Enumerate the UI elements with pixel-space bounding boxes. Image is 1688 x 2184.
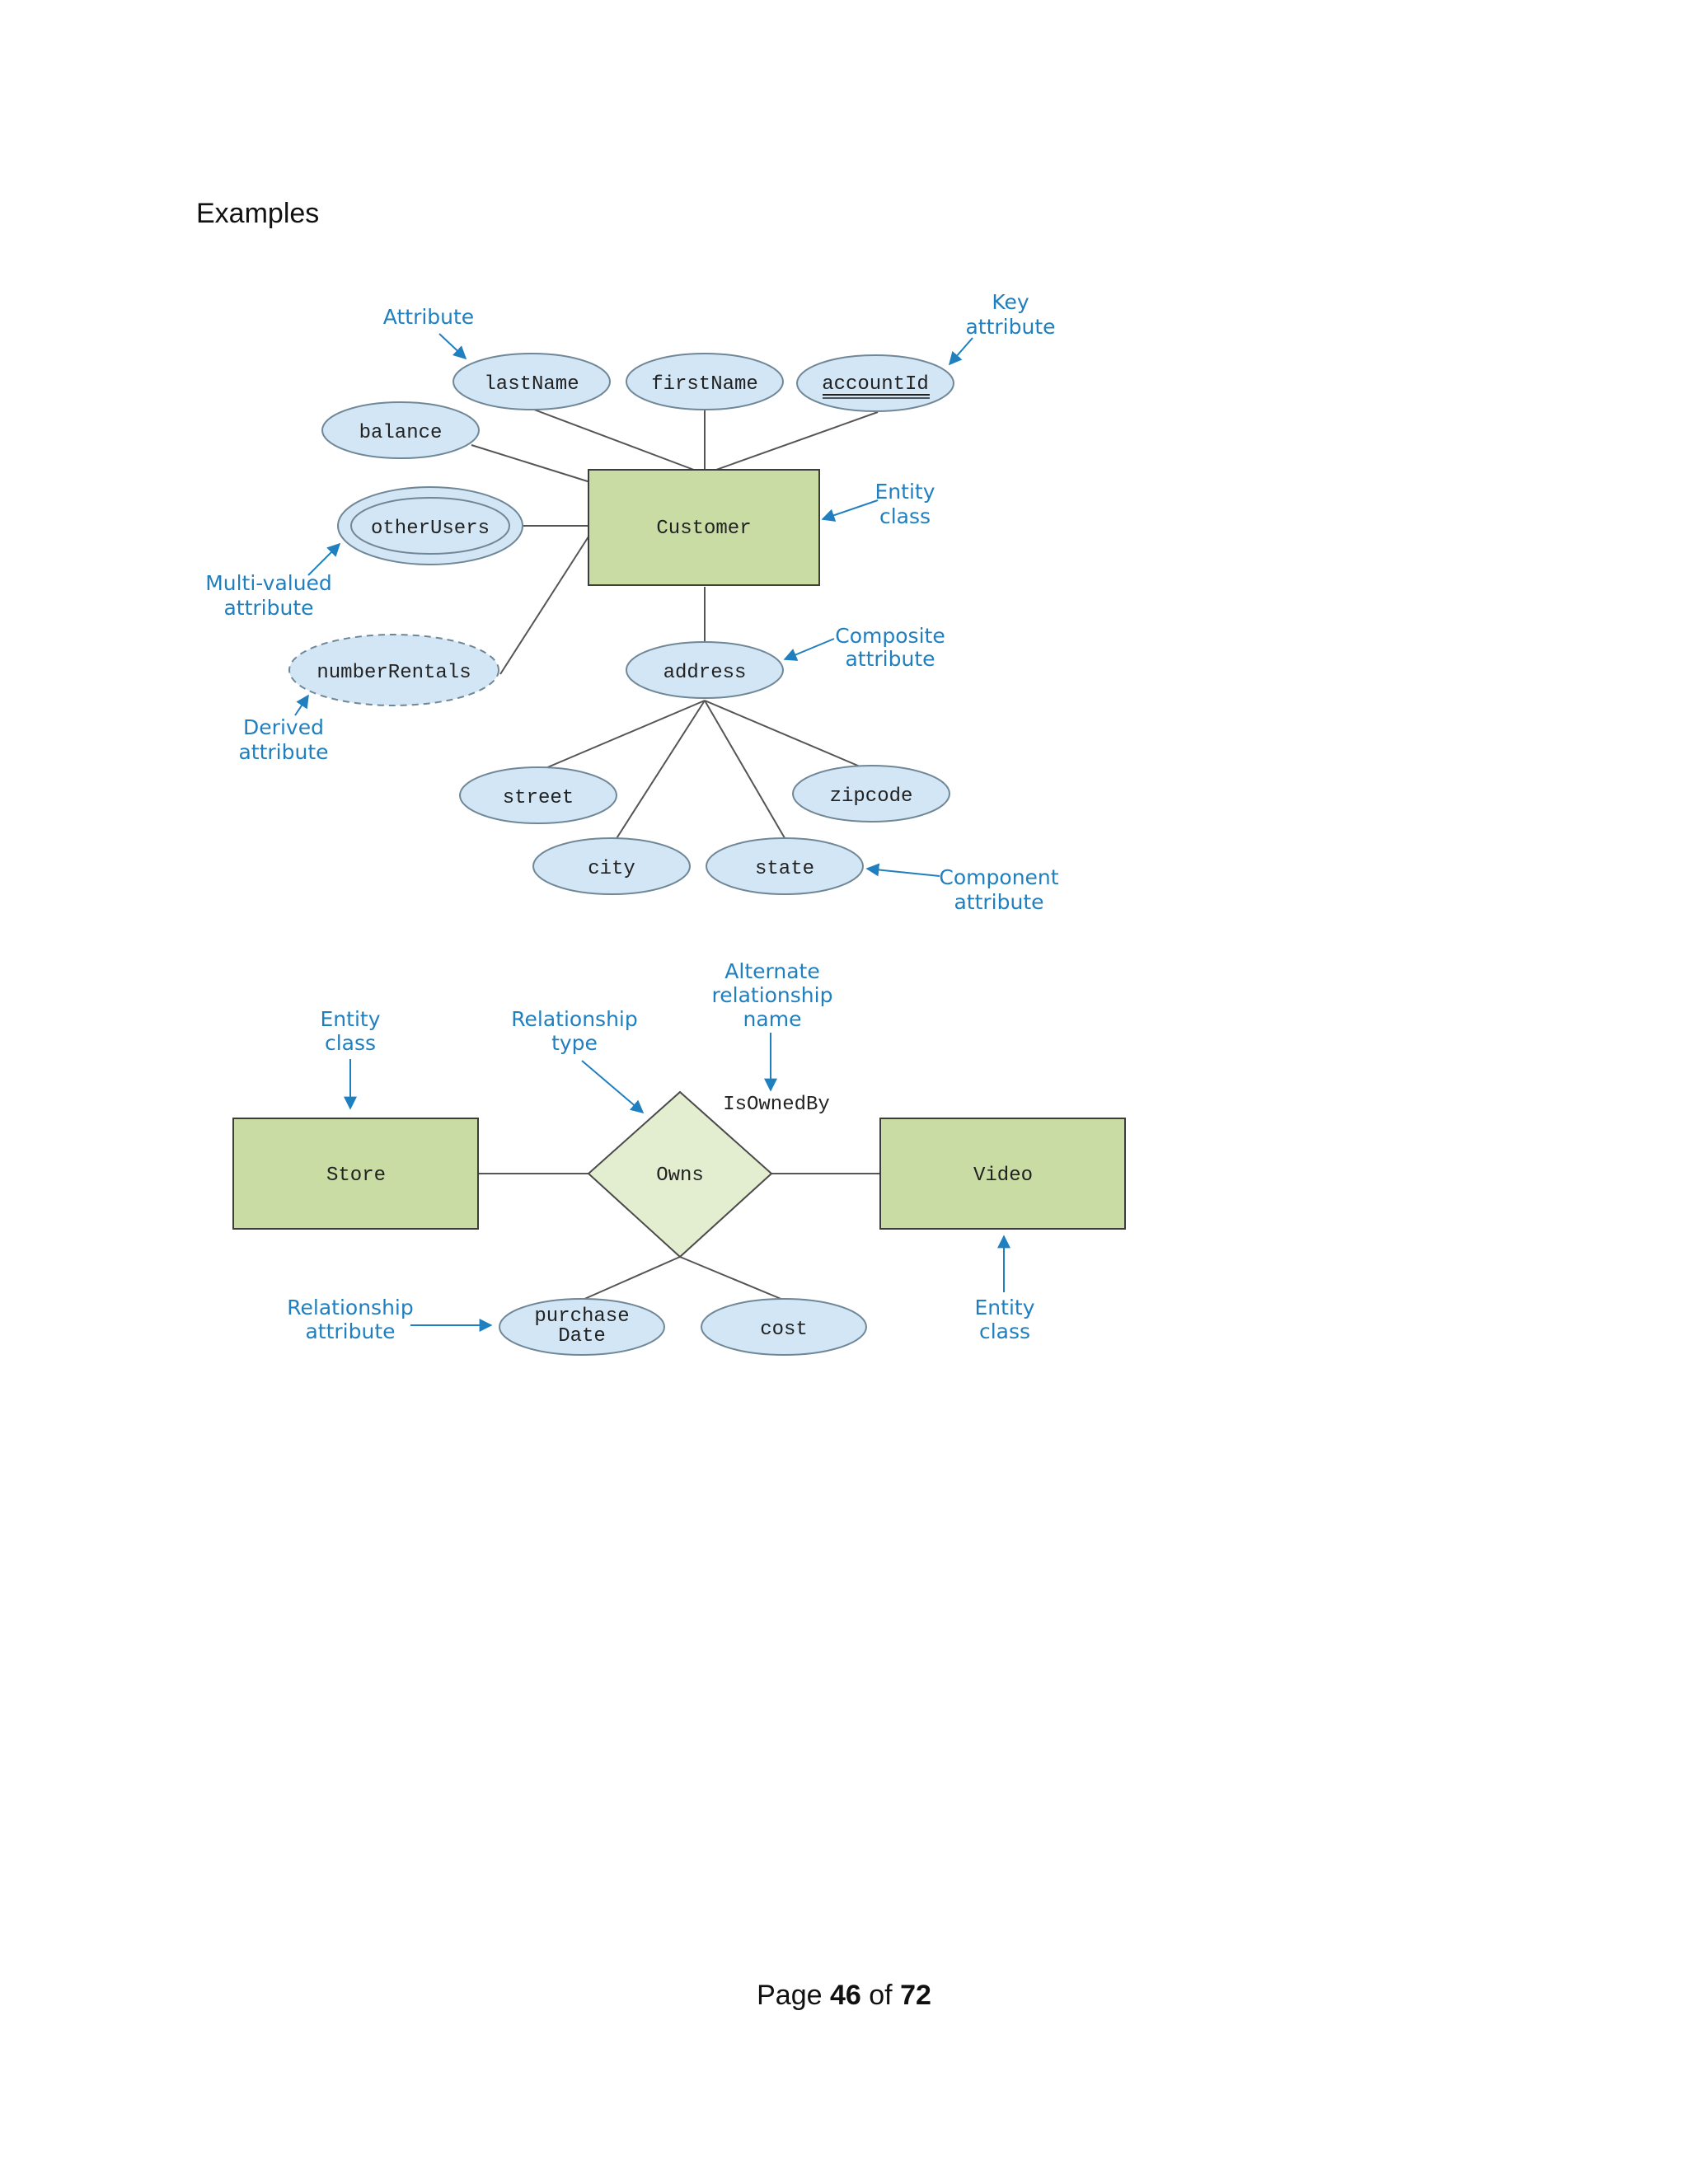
composite-attribute-address: address xyxy=(626,641,784,699)
component-attribute-city: city xyxy=(532,837,691,895)
annotation-reltype-line2: type xyxy=(551,1031,598,1055)
annotation-entity-left-line1: Entity xyxy=(321,1007,381,1031)
key-attribute-accountid: accountId xyxy=(796,354,954,412)
relationship-owns-label: Owns xyxy=(656,1165,704,1187)
relationship-owns: Owns xyxy=(587,1090,773,1258)
footer-total-pages: 72 xyxy=(900,1980,931,2011)
attribute-cost-label: cost xyxy=(760,1319,808,1341)
relationship-attribute-purchasedate: purchase Date xyxy=(499,1298,665,1356)
annotation-relattr-line2: attribute xyxy=(305,1319,395,1343)
annotation-component-line2: attribute xyxy=(954,890,1043,914)
entity-customer-label: Customer xyxy=(656,518,751,540)
component-attribute-street: street xyxy=(459,766,617,824)
annotation-alt-line2: relationship xyxy=(712,983,833,1007)
attribute-firstname: firstName xyxy=(626,353,784,410)
attribute-city-label: city xyxy=(588,858,635,880)
entity-video: Video xyxy=(879,1118,1126,1230)
annotation-attribute: Attribute xyxy=(383,305,474,329)
attribute-lastname: lastName xyxy=(452,353,611,410)
attribute-address-label: address xyxy=(663,662,747,684)
entity-video-label: Video xyxy=(973,1165,1033,1187)
attribute-zipcode-label: zipcode xyxy=(830,785,913,808)
annotation-multivalued-line1: Multi-valued xyxy=(205,571,332,595)
footer-prefix: Page xyxy=(757,1980,823,2011)
attribute-accountid-label: accountId xyxy=(822,373,929,396)
annotation-component-line1: Component xyxy=(939,865,1058,889)
annotation-composite-line2: attribute xyxy=(845,647,935,671)
attribute-state-label: state xyxy=(755,858,814,880)
attribute-lastname-label: lastName xyxy=(484,373,579,396)
attribute-balance-label: balance xyxy=(359,422,443,444)
derived-attribute-numberrentals: numberRentals xyxy=(288,634,499,706)
annotation-reltype-line1: Relationship xyxy=(511,1007,637,1031)
attribute-balance: balance xyxy=(321,401,480,459)
annotation-derived-line1: Derived xyxy=(243,715,324,739)
attribute-numberrentals-label: numberRentals xyxy=(316,662,471,684)
page-footer: Page 46 of 72 xyxy=(0,1980,1688,2012)
annotation-entity-right-line2: class xyxy=(979,1319,1030,1343)
relationship-attribute-cost: cost xyxy=(701,1298,867,1356)
entity-store-label: Store xyxy=(326,1165,386,1187)
store-video-diagram: Store Owns Video IsOwnedBy purchase Date… xyxy=(232,959,1126,1356)
annotation-alt-line3: name xyxy=(743,1007,802,1031)
attribute-purchase-line1: purchase xyxy=(534,1305,629,1328)
entity-store: Store xyxy=(232,1118,479,1230)
annotation-derived-line2: attribute xyxy=(238,740,328,764)
annotation-entity-right-line1: Entity xyxy=(975,1296,1035,1319)
section-heading: Examples xyxy=(196,198,320,229)
component-attribute-zipcode: zipcode xyxy=(792,765,950,823)
annotation-composite-line1: Composite xyxy=(835,624,945,648)
attribute-firstname-label: firstName xyxy=(651,373,758,396)
footer-page-number: 46 xyxy=(829,1980,861,2011)
annotation-key-line1: Key xyxy=(992,290,1029,314)
annotation-key-line2: attribute xyxy=(965,315,1055,339)
entity-customer: Customer xyxy=(588,469,820,586)
annotation-entity-left-line2: class xyxy=(325,1031,376,1055)
annotation-alt-line1: Alternate xyxy=(724,959,819,983)
annotation-relattr-line1: Relationship xyxy=(287,1296,413,1319)
annotation-entity-line2: class xyxy=(879,504,931,528)
alternate-relationship-name: IsOwnedBy xyxy=(723,1094,830,1116)
attribute-purchase-line2: Date xyxy=(558,1325,606,1347)
attribute-otherusers-label: otherUsers xyxy=(371,518,490,540)
component-attribute-state: state xyxy=(706,837,864,895)
annotation-multivalued-line2: attribute xyxy=(223,596,313,620)
multivalued-attribute-otherusers: otherUsers xyxy=(337,486,523,565)
attribute-street-label: street xyxy=(503,787,574,809)
footer-of: of xyxy=(869,1980,893,2011)
customer-diagram: lastName firstName accountId balance Cus… xyxy=(205,290,1059,914)
annotation-entity-line1: Entity xyxy=(875,480,935,504)
